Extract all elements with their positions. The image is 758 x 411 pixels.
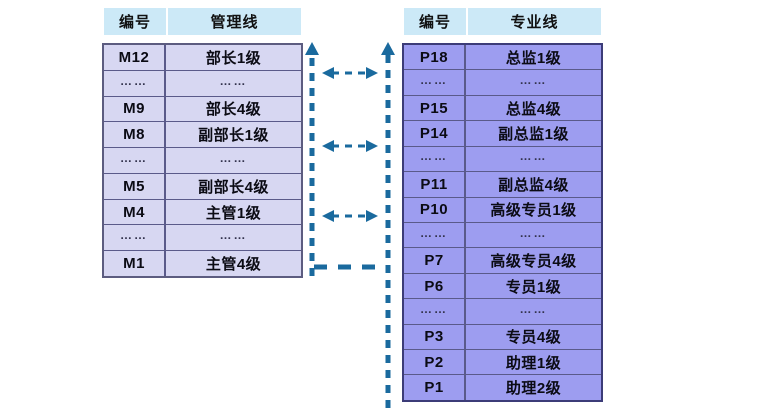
prof-header-code: 编号 bbox=[404, 8, 466, 35]
row-code-cell: P11 bbox=[404, 172, 466, 197]
mgmt-header-code: 编号 bbox=[104, 8, 166, 35]
row-name-cell: 副总监4级 bbox=[466, 172, 601, 197]
cross-arrow-top bbox=[322, 67, 378, 79]
mgmt-header-name: 管理线 bbox=[168, 8, 301, 35]
cross-arrow-middle bbox=[322, 140, 378, 152]
table-row: ………… bbox=[404, 299, 601, 325]
row-name-cell: …… bbox=[166, 70, 301, 96]
table-row: ………… bbox=[404, 146, 601, 173]
row-code-cell: P10 bbox=[404, 197, 466, 222]
row-code-cell: …… bbox=[104, 225, 166, 251]
row-code-cell: …… bbox=[404, 299, 466, 324]
row-code-cell: M12 bbox=[104, 45, 166, 70]
row-name-cell: 助理2级 bbox=[466, 375, 601, 400]
row-name-cell: 助理1级 bbox=[466, 350, 601, 375]
row-code-cell: P3 bbox=[404, 324, 466, 350]
table-row: ………… bbox=[104, 148, 301, 174]
row-code-cell: P2 bbox=[404, 350, 466, 375]
row-name-cell: …… bbox=[466, 299, 601, 324]
row-code-cell: M1 bbox=[104, 251, 166, 277]
row-code-cell: M8 bbox=[104, 122, 166, 148]
row-name-cell: 部长4级 bbox=[166, 96, 301, 122]
row-name-cell: 高级专员4级 bbox=[466, 248, 601, 273]
connector-arrows-group bbox=[305, 42, 395, 408]
row-name-cell: 主管1级 bbox=[166, 199, 301, 225]
cross-arrow-bottom bbox=[322, 210, 378, 222]
row-name-cell: 专员1级 bbox=[466, 273, 601, 299]
row-name-cell: …… bbox=[166, 225, 301, 251]
row-code-cell: P18 bbox=[404, 45, 466, 70]
row-code-cell: P15 bbox=[404, 95, 466, 121]
table-row: ………… bbox=[404, 222, 601, 249]
row-name-cell: 副总监1级 bbox=[466, 121, 601, 146]
row-name-cell: 部长1级 bbox=[166, 45, 301, 70]
row-name-cell: 专员4级 bbox=[466, 324, 601, 350]
row-code-cell: …… bbox=[104, 148, 166, 173]
row-name-cell: 总监4级 bbox=[466, 95, 601, 121]
row-name-cell: 总监1级 bbox=[466, 45, 601, 70]
row-code-cell: P6 bbox=[404, 273, 466, 299]
row-code-cell: P7 bbox=[404, 248, 466, 273]
table-row: ………… bbox=[104, 225, 301, 252]
row-name-cell: …… bbox=[466, 70, 601, 95]
row-name-cell: …… bbox=[166, 148, 301, 173]
row-name-cell: …… bbox=[466, 222, 601, 248]
row-name-cell: 副部长1级 bbox=[166, 122, 301, 148]
row-code-cell: …… bbox=[404, 222, 466, 248]
prof-header-name: 专业线 bbox=[468, 8, 601, 35]
row-code-cell: …… bbox=[404, 146, 466, 172]
row-code-cell: …… bbox=[404, 70, 466, 95]
row-name-cell: 主管4级 bbox=[166, 251, 301, 277]
row-code-cell: M9 bbox=[104, 96, 166, 122]
prof-up-arrow bbox=[381, 42, 395, 408]
row-code-cell: M4 bbox=[104, 199, 166, 225]
row-name-cell: 副部长4级 bbox=[166, 173, 301, 199]
row-name-cell: 高级专员1级 bbox=[466, 197, 601, 222]
row-name-cell: …… bbox=[466, 146, 601, 172]
row-code-cell: P1 bbox=[404, 375, 466, 400]
row-code-cell: P14 bbox=[404, 121, 466, 146]
mgmt-up-arrow bbox=[305, 42, 319, 276]
table-row: ………… bbox=[104, 70, 301, 97]
row-code-cell: M5 bbox=[104, 173, 166, 199]
table-row: ………… bbox=[404, 70, 601, 96]
row-code-cell: …… bbox=[104, 70, 166, 96]
